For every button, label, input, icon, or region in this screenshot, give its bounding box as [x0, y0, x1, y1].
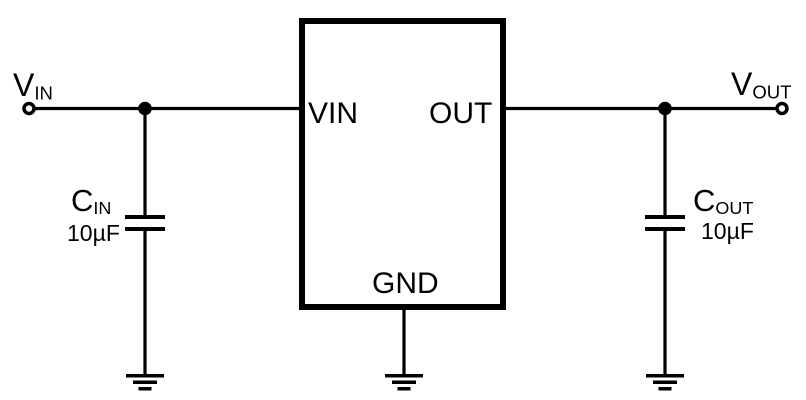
cin-sub: IN [93, 198, 112, 219]
junction-dot-input [138, 101, 152, 116]
junction-dot-output [658, 101, 672, 116]
cin-plate-bottom [125, 227, 165, 231]
cout-main: C [693, 183, 716, 218]
cout-plate-bottom [645, 227, 685, 231]
cin-label: CIN [71, 185, 111, 217]
ic-pin-label-gnd: GND [372, 267, 439, 300]
ground-bar-3 [658, 387, 672, 391]
ground-bar-1 [646, 374, 684, 378]
ic-pin-label-vin: VIN [308, 97, 359, 130]
vout-terminal-sub: OUT [752, 81, 792, 103]
ic-body [299, 18, 506, 310]
ic-pin-label-out: OUT [429, 97, 493, 130]
vout-terminal-main: V [731, 66, 753, 102]
vin-terminal-sub: IN [34, 82, 53, 104]
vout-terminal-label: VOUT [731, 68, 792, 102]
cin-plate-top [125, 215, 165, 219]
input-terminal-circle [22, 101, 36, 116]
ground-symbol-input [126, 374, 164, 391]
cout-sub: OUT [715, 198, 754, 219]
ground-bar-2 [653, 380, 677, 384]
ground-bar-1 [126, 374, 164, 378]
ground-bar-3 [138, 387, 152, 391]
ground-bar-1 [385, 374, 423, 378]
ground-bar-2 [133, 380, 157, 384]
cout-plate-top [645, 215, 685, 219]
ground-symbol-output [646, 374, 684, 391]
cout-label: COUT [693, 185, 753, 217]
vin-terminal-main: V [13, 67, 35, 103]
vin-terminal-label: VIN [13, 69, 53, 103]
cout-value: 10µF [701, 218, 754, 244]
cin-main: C [71, 183, 94, 218]
ground-bar-3 [397, 387, 411, 391]
ground-symbol-ic [385, 374, 423, 391]
output-terminal-circle [775, 101, 789, 116]
cin-value: 10µF [67, 220, 120, 246]
ground-bar-2 [392, 380, 416, 384]
